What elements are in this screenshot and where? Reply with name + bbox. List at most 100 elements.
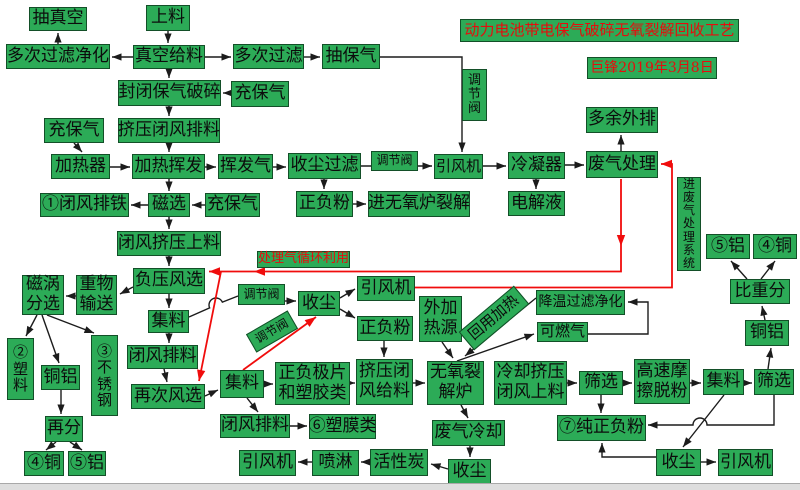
- edge-vacuum-feeder-sealed-crushing: [165, 68, 173, 78]
- box-electrode-powder-1: 正负粉: [296, 191, 353, 217]
- edge-copper-aluminum-2-gravity: [760, 305, 768, 321]
- edge-collector-2-dust-collector-1: [242, 316, 317, 371]
- box-airlock-discharge-1: 闭风排料: [127, 345, 198, 369]
- box-to-anaerobic-furnace: 进无氧炉裂解: [368, 191, 470, 217]
- box-dust-filter: 收尘过滤: [288, 153, 361, 179]
- box-friction-depowder: 高速摩 擦脱粉: [634, 359, 690, 404]
- edge-furnace-waste-gas-cooling: [460, 404, 469, 419]
- box-cooling-extrude-airlock-feed: 冷却挤压 闭风上料: [494, 361, 567, 405]
- box-control-valve-1: 调节阀: [371, 151, 418, 171]
- edge-copper-aluminum-1-re-separate: [57, 390, 65, 414]
- edge-negative-sort-heavy-conveyor: [119, 286, 134, 295]
- box-airlock-iron-discharge: ①闭风排铁: [40, 193, 129, 217]
- box-to-waste-gas-system: 进废气处理系统: [677, 177, 701, 271]
- edge-screening-1-friction-depowder: [622, 379, 632, 387]
- edge-collector-3-screening-2: [742, 379, 752, 387]
- box-control-valve-2: 调节阀: [238, 284, 285, 305]
- edge-negative-sort-collector-1: [165, 294, 173, 308]
- edge-activated-carbon-spray: [361, 458, 371, 466]
- box-copper-b: ④铜: [753, 234, 797, 259]
- edge-gravity-aluminum-b: [730, 260, 748, 280]
- edge-collector-3-dust-collector-3: [682, 394, 725, 448]
- edge-fill-gas-2-heater: [72, 142, 83, 153]
- edge-screening-1-pure-powder: [597, 395, 605, 413]
- box-eddy-current-sort: 磁涡 分选: [22, 275, 64, 315]
- box-dust-collector-1: 收尘: [298, 291, 340, 316]
- box-condenser: 冷凝器: [508, 152, 565, 179]
- box-induced-fan-2: 引风机: [357, 276, 415, 301]
- box-negative-pressure-air-sort: 负压风选: [133, 268, 205, 294]
- box-second-air-sort: 再次风选: [131, 384, 205, 409]
- edge-collector-1-airlock-discharge-1: [165, 333, 173, 343]
- edge-screening-2-copper-aluminum-2: [766, 347, 774, 370]
- edge-induced-fan-2-waste-gas-treatment: [415, 159, 673, 289]
- edge-furnace-combustible-gas: [456, 333, 535, 362]
- box-aluminum-b: ⑤铝: [706, 234, 750, 259]
- edge-eddy-sort-copper-aluminum-1: [41, 314, 60, 364]
- box-airlock-discharge-2: 闭风排料: [220, 414, 290, 438]
- edge-gravity-copper-b: [760, 260, 776, 280]
- edge-dust-collector-2-activated-carbon: [430, 463, 449, 471]
- box-extract-protective-gas: 抽保气: [322, 44, 380, 69]
- edge-heat-volatilize-volatile-gas: [205, 163, 216, 171]
- box-screening-1: 筛选: [579, 371, 623, 395]
- edge-dust-collector-1-electrode-powder-2: [339, 308, 356, 319]
- edge-re-separate-copper-a: [45, 441, 57, 451]
- edge-magnetic-airlock-extrude-feed: [165, 217, 173, 229]
- box-gravity-separation: 比重分: [730, 279, 790, 304]
- box-fill-protective-gas-2: 充保气: [44, 118, 104, 143]
- box-heat-volatilize: 加热挥发: [132, 154, 205, 179]
- box-waste-gas-cooling: 废气冷却: [432, 420, 505, 446]
- box-diagram-date: 巨锋2019年3月8日: [587, 57, 717, 79]
- box-electrolyte: 电解液: [508, 191, 565, 216]
- box-sealed-gas-crushing: 封闭保气破碎: [118, 80, 221, 106]
- box-copper-a: ④铜: [24, 451, 64, 476]
- box-multi-filter-purify: 多次过滤净化: [6, 44, 110, 69]
- bottom-edge-strip: [0, 483, 800, 490]
- box-external-heat: 外加 热源: [419, 296, 462, 342]
- edge-fill-gas-1-sealed-crushing: [223, 89, 233, 97]
- box-collector-2: 集料: [220, 370, 264, 398]
- edge-waste-gas-cooling-dust-collector-2: [466, 446, 474, 457]
- edge-condenser-electrolyte: [532, 179, 540, 189]
- edge-volatile-gas-dust-filter: [273, 163, 286, 171]
- box-spray: 喷淋: [312, 450, 359, 476]
- edge-vacuum-feeder-multi-filter-purify: [112, 53, 133, 61]
- box-collector-3: 集料: [703, 369, 744, 395]
- edge-induced-fan-1-condenser: [483, 162, 506, 170]
- box-copper-aluminum-1: 铜铝: [41, 365, 80, 390]
- edge-collector-2-electrode-sheets: [263, 380, 273, 388]
- box-fill-protective-gas-3: 充保气: [205, 193, 260, 217]
- box-aluminum-a: ⑤铝: [68, 451, 106, 476]
- box-re-separate: 再分: [45, 416, 83, 442]
- edge-dust-collector-3-pure-powder: [598, 443, 656, 458]
- edge-extrude-feed-furnace: [413, 379, 425, 387]
- box-copper-aluminum-2: 铜铝: [745, 320, 789, 346]
- edge-recycle-branch-second-sort: [197, 271, 222, 382]
- box-electrode-sheets-plastics: 正负极片 和塑胶类: [275, 362, 350, 405]
- edge-dust-collector-3-induced-fan-3: [701, 458, 716, 466]
- edge-combustible-gas-cooling-filter: [588, 298, 649, 335]
- box-screening-2: 筛选: [754, 369, 794, 395]
- edge-electrode-powder-1-to-furnace: [353, 200, 366, 208]
- box-heater: 加热器: [51, 154, 110, 179]
- edge-airlock-discharge-2-plastic-film: [290, 422, 307, 430]
- box-heavy-conveyor: 重物 输送: [76, 275, 117, 315]
- box-induced-fan-3: 引风机: [718, 449, 773, 476]
- box-combustible-gas: 可燃气: [537, 322, 588, 342]
- edge-vacuum-feeder-multi-filter: [205, 53, 231, 61]
- box-pure-electrode-powder: ⑦纯正负粉: [557, 415, 646, 441]
- box-vacuum-feeder: 真空给料: [133, 45, 205, 69]
- box-feeding: 上料: [146, 5, 190, 31]
- box-volatile-gas: 挥发气: [218, 154, 273, 179]
- edge-heat-volatilize-magnetic: [165, 179, 173, 191]
- edge-collector-1-control-valve-2: [188, 295, 239, 318]
- edge-extract-gas-induced-fan-1: [380, 56, 466, 152]
- box-fill-protective-gas-1: 充保气: [231, 81, 289, 107]
- box-electrode-powder-2: 正负粉: [357, 316, 413, 341]
- edge-multi-filter-extract-gas: [304, 53, 320, 61]
- box-magnetic-separation: 磁选: [148, 193, 190, 217]
- box-plastic-film: ⑥塑膜类: [309, 414, 377, 439]
- edge-electrode-powder-2-extrude-feed: [380, 341, 388, 357]
- edge-fill-gas-3-magnetic: [192, 201, 205, 209]
